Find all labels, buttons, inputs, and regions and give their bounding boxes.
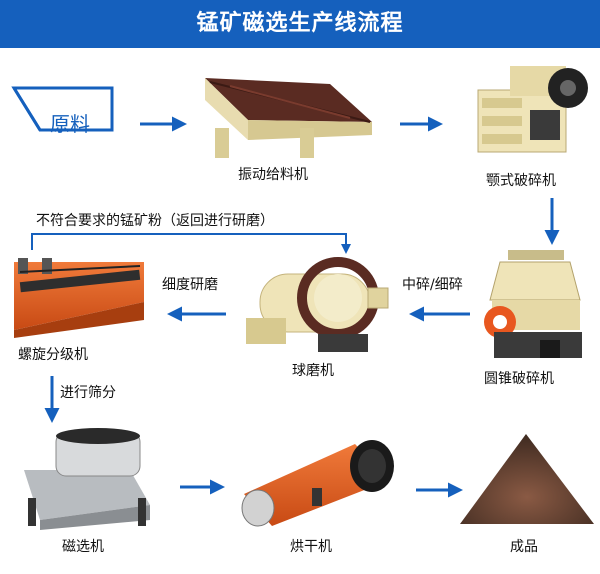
page-title: 锰矿磁选生产线流程	[196, 11, 404, 36]
title-banner	[0, 0, 600, 48]
product-pile-image	[460, 434, 594, 524]
return-loop-line	[31, 233, 351, 254]
cone-crusher-image	[484, 250, 582, 358]
spiral-to-magnetic-label: 进行筛分	[60, 385, 116, 401]
jaw-crusher-label: 颚式破碎机	[486, 173, 556, 189]
cone-crusher-label: 圆锥破碎机	[484, 371, 554, 387]
ball-to-spiral-label: 细度研磨	[162, 277, 218, 293]
feeder-label: 振动给料机	[238, 167, 308, 183]
ball-mill-image	[246, 257, 389, 352]
product-label: 成品	[510, 539, 538, 555]
magnetic-separator-label: 磁选机	[62, 539, 104, 555]
dryer-label: 烘干机	[290, 539, 332, 555]
magnetic-separator-image	[24, 428, 150, 530]
jaw-crusher-image	[477, 66, 588, 153]
raw-material-hopper	[11, 86, 114, 132]
ball-mill-label: 球磨机	[292, 363, 334, 379]
spiral-classifier-image	[14, 258, 144, 338]
vibrating-feeder-image	[205, 78, 372, 158]
cone-to-ball-label: 中碎/细碎	[402, 277, 463, 293]
return-loop-label: 不符合要求的锰矿粉（返回进行研磨）	[36, 213, 274, 229]
spiral-classifier-label: 螺旋分级机	[18, 347, 88, 363]
raw-material-label: 原料	[50, 112, 90, 136]
rotary-dryer-image	[241, 440, 394, 527]
